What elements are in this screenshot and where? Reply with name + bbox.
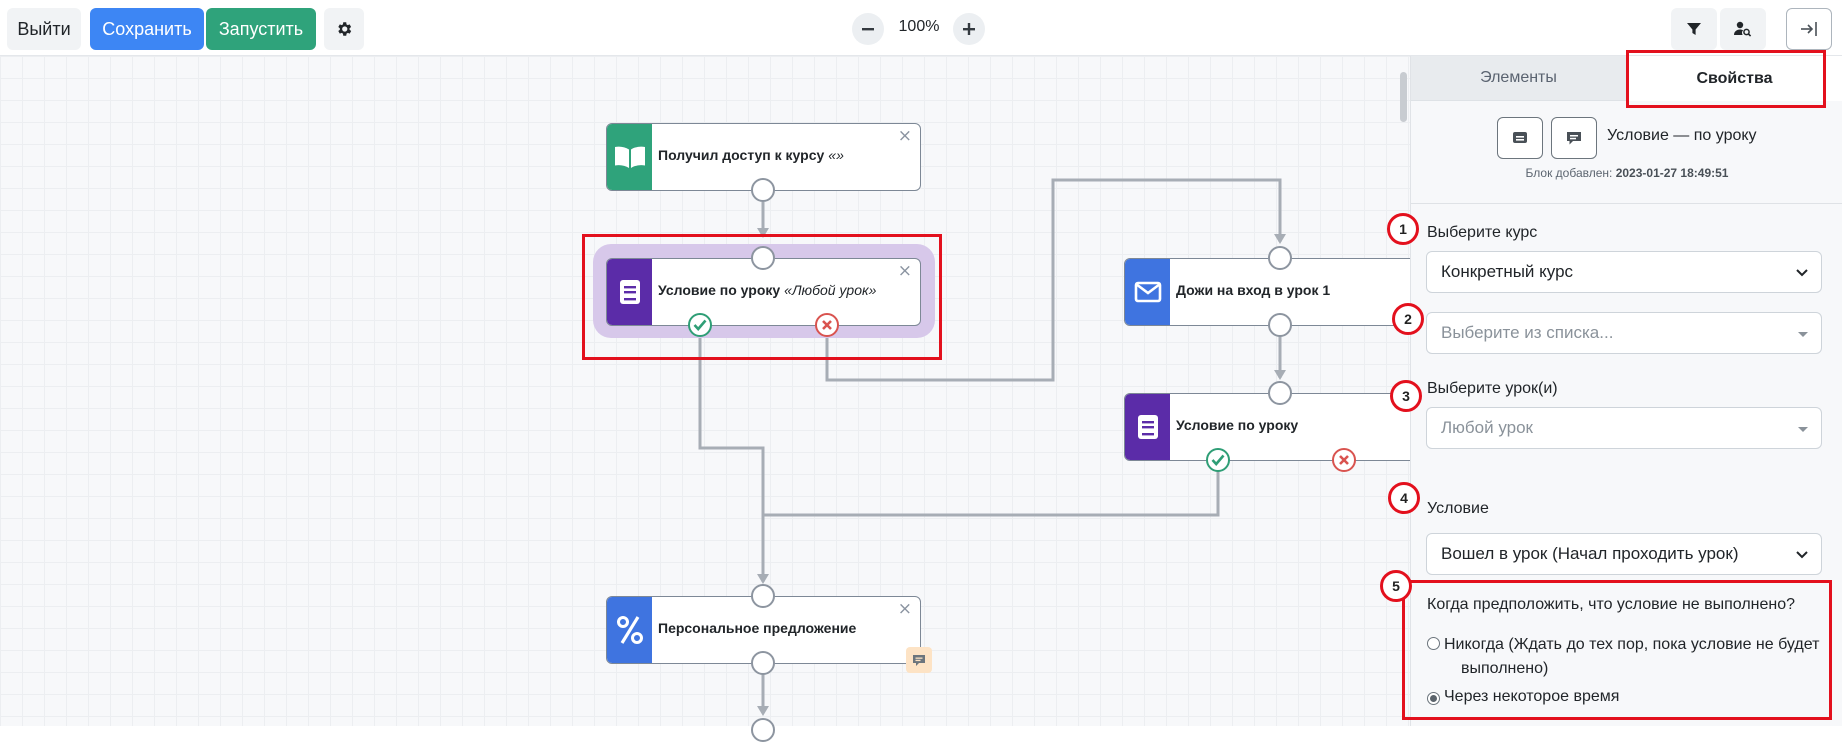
caret-down-icon [1798,332,1808,337]
node-input-port[interactable] [1268,246,1292,270]
lesson-book-icon [1125,394,1170,460]
x-icon [822,320,832,330]
canvas-scrollbar[interactable] [1400,72,1407,122]
save-button[interactable]: Сохранить [90,8,204,50]
course-label: Выберите курс [1427,224,1538,241]
course-list-select[interactable]: Выберите из списка... [1426,312,1822,354]
node-title: Персональное предложение [658,620,857,636]
plus-icon [963,23,975,35]
block-view-button[interactable] [1497,117,1543,159]
flow-node-course-access[interactable]: Получил доступ к курсу«» × [606,123,921,191]
annotation-highlight-properties-tab [1626,50,1826,108]
run-button[interactable]: Запустить [206,8,316,50]
node-output-port[interactable] [1268,313,1292,337]
gear-icon [338,22,352,36]
book-open-icon [607,124,652,190]
collapse-panel-button[interactable] [1786,8,1832,50]
radio-after-time-label: Через некоторое время [1444,688,1620,705]
check-icon [693,319,707,331]
chevron-down-icon [1796,269,1808,277]
chevron-down-icon [1796,551,1808,559]
settings-button[interactable] [324,8,364,50]
zoom-out-button[interactable] [852,13,884,45]
zoom-in-button[interactable] [953,13,985,45]
node-output-port[interactable] [751,178,775,202]
condition-false-port[interactable] [815,313,839,337]
radio-never[interactable]: Никогда (Ждать до тех пор, пока условие … [1427,633,1819,681]
comment-icon [913,654,925,666]
user-search-icon [1734,21,1752,37]
comment-icon [1567,131,1581,144]
radio-never-label: Никогда (Ждать до тех пор, пока условие … [1444,636,1820,677]
collapse-right-icon [1801,22,1817,36]
node-title: Получил доступ к курсу«» [658,147,844,163]
annotation-highlight-fail-section [1402,580,1832,720]
node-title: Условие по уроку [1176,417,1299,433]
panel-tabs: Элементы Свойства [1411,56,1842,101]
top-toolbar: Выйти Сохранить Запустить 100% [0,0,1842,56]
properties-panel: Элементы Свойства Условие — по уроку Бло… [1410,56,1842,726]
minus-icon [862,28,874,31]
percent-icon [607,597,652,663]
message-square-icon [1513,132,1527,143]
condition-label: Условие [1427,500,1489,517]
annotation-number: 4 [1388,482,1420,514]
radio-after-time-input[interactable] [1427,692,1440,705]
node-comment-badge[interactable] [906,647,932,673]
caret-down-icon [1798,427,1808,432]
annotation-number: 2 [1392,303,1424,335]
exit-button[interactable]: Выйти [7,8,81,50]
course-select[interactable]: Конкретный курс [1426,251,1822,293]
condition-true-port[interactable] [688,313,712,337]
annotation-number: 5 [1380,570,1412,602]
block-comment-button[interactable] [1551,117,1597,159]
lesson-book-icon [607,259,652,325]
node-title: Условие по уроку«Любой урок» [658,282,877,298]
user-search-button[interactable] [1720,8,1766,50]
x-icon [1339,455,1349,465]
node-input-port[interactable] [751,584,775,608]
condition-false-port[interactable] [1332,448,1356,472]
check-icon [1211,454,1225,466]
fail-question-label: Когда предположить, что условие не выпол… [1427,596,1796,613]
lesson-label: Выберите урок(и) [1427,380,1558,397]
connection-lines [698,178,1286,716]
radio-never-input[interactable] [1427,637,1440,650]
tab-properties[interactable]: Свойства [1626,56,1842,101]
filter-icon [1687,23,1701,35]
lesson-select[interactable]: Любой урок [1426,407,1822,449]
node-input-port[interactable] [751,718,775,742]
node-close-button[interactable]: × [897,599,912,619]
node-close-button[interactable]: × [897,126,912,146]
radio-after-time[interactable]: Через некоторое время [1427,688,1619,706]
flow-node-lesson-condition-2[interactable]: Условие по уроку [1124,393,1444,461]
annotation-number: 3 [1390,380,1422,412]
filter-button[interactable] [1671,8,1717,50]
node-output-port[interactable] [751,651,775,675]
node-input-port[interactable] [751,246,775,270]
condition-select[interactable]: Вошел в урок (Начал проходить урок) [1426,533,1822,575]
envelope-icon [1125,259,1170,325]
node-close-button[interactable]: × [897,261,912,281]
divider [1411,203,1842,204]
annotation-number: 1 [1387,213,1419,245]
condition-true-port[interactable] [1206,448,1230,472]
node-title: Дожи на вход в урок 1 [1176,282,1331,298]
zoom-level: 100% [898,18,940,35]
annotation-highlight-node [582,234,942,360]
tab-elements[interactable]: Элементы [1411,56,1626,101]
block-added-info: Блок добавлен: 2023-01-27 18:49:51 [1525,166,1729,180]
node-input-port[interactable] [1268,381,1292,405]
block-title: Условие — по уроку [1607,127,1757,144]
